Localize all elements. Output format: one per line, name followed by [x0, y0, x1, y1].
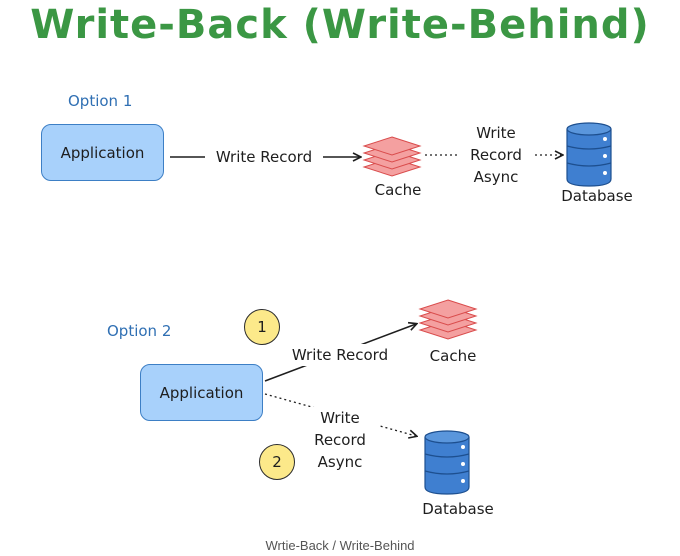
opt2-async-arrow [264, 393, 416, 436]
cache-label: Cache [429, 347, 477, 365]
step-number: 1 [257, 318, 267, 336]
edge-label-line: Write [458, 122, 534, 144]
figure-caption: Wrtie-Back / Write-Behind [265, 538, 415, 553]
edge-label-line: Async [302, 451, 378, 473]
edge-label-line: Write [302, 407, 378, 429]
page-title: Write-Back (Write-Behind) [30, 2, 650, 48]
application-node: Application [41, 124, 164, 181]
cache-stack-icon [418, 299, 478, 340]
database-cylinder-icon [424, 430, 470, 495]
application-node: Application [140, 364, 263, 421]
application-label: Application [60, 143, 145, 162]
option-1-label: Option 1 [68, 92, 133, 110]
step-1-badge: 1 [244, 309, 280, 345]
database-label: Database [422, 500, 494, 518]
edge-label-line: Async [458, 166, 534, 188]
write-record-label: Write Record [205, 146, 323, 168]
write-record-async-label: Write Record Async [302, 407, 378, 473]
database-cylinder-icon [566, 122, 612, 187]
step-number: 2 [272, 453, 282, 471]
cache-stack-icon [362, 136, 422, 177]
database-label: Database [561, 187, 633, 205]
cache-label: Cache [374, 181, 422, 199]
write-record-async-label: Write Record Async [458, 122, 534, 188]
edge-label-line: Record [302, 429, 378, 451]
write-record-label: Write Record [280, 344, 400, 366]
edge-label-line: Record [458, 144, 534, 166]
option-2-label: Option 2 [107, 322, 172, 340]
step-2-badge: 2 [259, 444, 295, 480]
application-label: Application [159, 383, 244, 402]
